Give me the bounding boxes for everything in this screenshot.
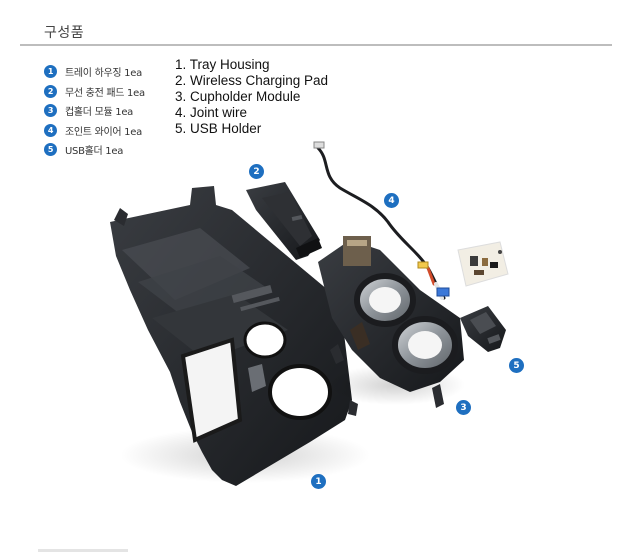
parts-list-english: 1. Tray Housing 2. Wireless Charging Pad…: [175, 57, 328, 137]
callout-badge: 3: [456, 400, 471, 415]
list-item: 3. Cupholder Module: [175, 89, 301, 104]
part-label: 조인트 와이어 1ea: [65, 126, 142, 138]
number-badge: 5: [44, 143, 57, 157]
wireless-charging-pad-part: [246, 182, 322, 260]
footer-fragment: [38, 549, 128, 552]
list-item: 4. Joint wire: [175, 105, 248, 120]
list-item: 1 트레이 하우징 1ea: [44, 62, 145, 82]
parts-list-korean: 1 트레이 하우징 1ea 2 무선 충전 패드 1ea 3 컵홀더 모듈 1e…: [44, 62, 145, 160]
list-item: 5 USB홀더 1ea: [44, 140, 145, 160]
number-badge: 2: [44, 84, 57, 98]
usb-holder-part: [460, 306, 506, 352]
list-item: 2. Wireless Charging Pad: [175, 73, 329, 88]
number-badge: 3: [44, 104, 57, 118]
small-parts-pile: [457, 241, 509, 287]
joint-wire-part: [313, 141, 450, 300]
list-item: 1. Tray Housing: [175, 57, 270, 72]
cupholder-module-part: [318, 236, 465, 408]
list-item: 3 컵홀더 모듈 1ea: [44, 101, 145, 121]
number-badge: 1: [44, 65, 57, 79]
list-item: 5. USB Holder: [175, 121, 262, 136]
part-label: 트레이 하우징 1ea: [65, 68, 142, 80]
title-divider: [20, 44, 612, 46]
part-label: USB홀더 1ea: [65, 146, 124, 158]
callout-badge: 5: [509, 358, 524, 373]
product-components-illustration: [110, 141, 509, 486]
list-item: 2 무선 충전 패드 1ea: [44, 82, 145, 102]
callout-badge: 4: [384, 193, 399, 208]
list-item: 4 조인트 와이어 1ea: [44, 121, 145, 141]
page-title: 구성품: [44, 25, 85, 41]
part-label: 컵홀더 모듈 1ea: [65, 107, 134, 119]
tray-housing-part: [110, 186, 370, 486]
part-label: 무선 충전 패드 1ea: [65, 87, 145, 99]
callout-badge: 1: [311, 474, 326, 489]
number-badge: 4: [44, 123, 57, 137]
callout-badge: 2: [249, 164, 264, 179]
